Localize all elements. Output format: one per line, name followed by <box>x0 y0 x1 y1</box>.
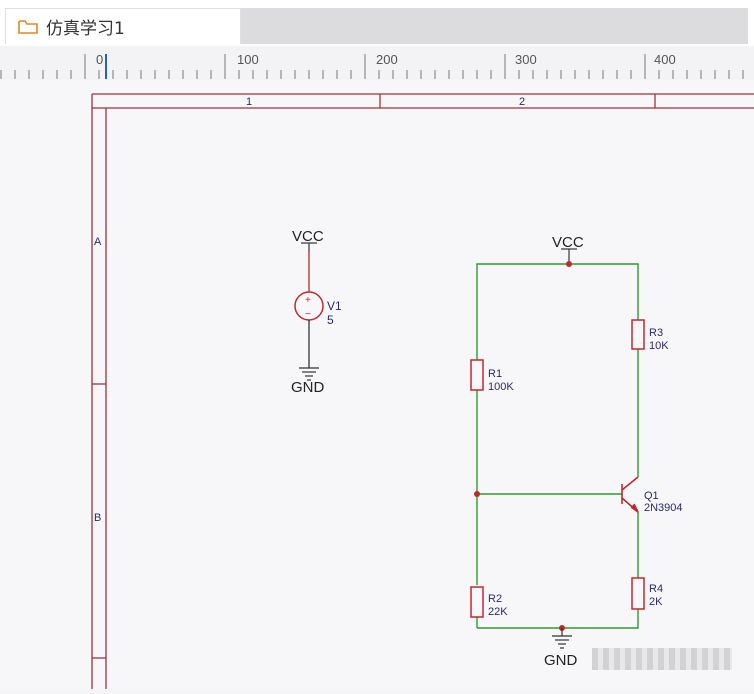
resistor-r3[interactable]: R3 10K <box>631 319 669 352</box>
folder-icon <box>18 19 38 34</box>
ruler-ticks <box>0 54 744 79</box>
schematic-canvas[interactable]: 1 2 A B VCC + − V1 5 GND <box>0 80 754 689</box>
frame-column-1: 1 <box>246 96 252 108</box>
v1-name: V1 <box>327 299 342 313</box>
vcc-symbol-right: VCC <box>552 234 584 267</box>
q1-name: Q1 <box>644 490 659 502</box>
gnd-symbol-left <box>299 367 319 381</box>
resistor-r2[interactable]: R2 22K <box>470 586 508 618</box>
r1-value: 100K <box>488 381 514 393</box>
resistor-r4[interactable]: R4 2K <box>631 577 663 610</box>
r1-name: R1 <box>488 368 502 380</box>
schematic-drawing: 1 2 A B VCC + − V1 5 GND <box>91 93 754 689</box>
minus-sign: − <box>305 309 311 320</box>
frame-row-b: B <box>94 512 101 524</box>
sheet-frame <box>91 93 754 689</box>
ruler-label-400: 400 <box>654 52 676 67</box>
gnd-symbol-bottom <box>552 628 572 649</box>
ruler-label-100: 100 <box>237 52 259 67</box>
vcc-symbol-left <box>301 242 317 252</box>
v1-value: 5 <box>327 313 334 327</box>
r2-value: 22K <box>488 606 508 618</box>
r2-name: R2 <box>488 593 502 605</box>
resistor-r1[interactable]: R1 100K <box>470 359 514 393</box>
horizontal-ruler[interactable]: 0 100 200 300 400 <box>0 46 754 81</box>
vcc-label-left: VCC <box>292 228 324 245</box>
frame-row-a: A <box>94 236 102 248</box>
plus-sign: + <box>305 295 311 306</box>
circuit-wires <box>476 263 639 629</box>
tab-active[interactable]: 仿真学习1 <box>5 8 241 44</box>
r4-value: 2K <box>649 596 663 608</box>
vcc-label-right: VCC <box>552 234 584 251</box>
tab-bar: 仿真学习1 <box>0 0 754 46</box>
junction-dot-base <box>474 491 480 497</box>
ruler-label-200: 200 <box>376 52 398 67</box>
ruler-scale: 0 100 200 300 400 <box>0 52 744 79</box>
gnd-label-bottom: GND <box>544 652 578 669</box>
q1-value: 2N3904 <box>644 502 683 514</box>
r4-name: R4 <box>649 583 663 595</box>
tab-bar-empty <box>241 8 748 44</box>
r3-value: 10K <box>649 340 669 352</box>
tab-title: 仿真学习1 <box>46 19 125 39</box>
r3-name: R3 <box>649 327 663 339</box>
ruler-label-300: 300 <box>515 52 537 67</box>
gnd-label-left: GND <box>291 379 325 396</box>
transistor-q1[interactable] <box>621 476 639 513</box>
frame-column-2: 2 <box>519 96 525 108</box>
blurred-watermark <box>592 648 732 670</box>
voltage-source-v1[interactable]: VCC + − V1 5 GND <box>291 228 342 396</box>
ruler-label-0: 0 <box>96 52 103 67</box>
